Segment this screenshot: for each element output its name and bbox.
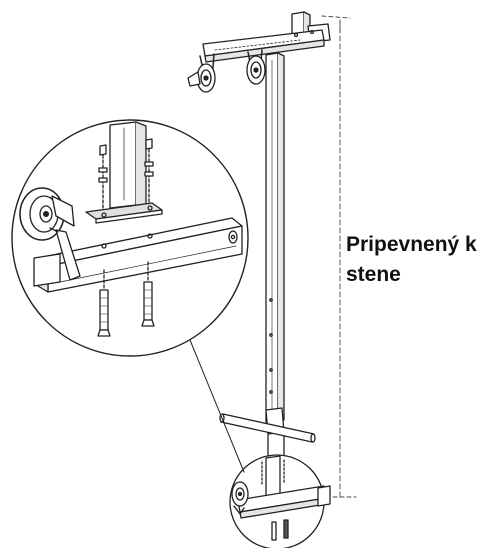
vertical-column (265, 52, 285, 423)
magnified-detail (11, 119, 249, 357)
caption-line-1: Pripevnený k (346, 233, 477, 256)
callout-leader-line (189, 339, 245, 473)
pulley-wheel (19, 187, 81, 281)
top-pulley-right (246, 49, 266, 85)
wall-dimension-lines (321, 15, 357, 498)
top-bolts (98, 138, 154, 213)
top-pulley-left (187, 53, 216, 93)
top-bracket (202, 11, 331, 63)
bottom-bolts (97, 261, 155, 337)
caption-line-2: stene (346, 263, 401, 286)
wall-mounted-caption: Pripevnený k stene (346, 230, 496, 290)
bottom-detail-circle (229, 454, 331, 548)
